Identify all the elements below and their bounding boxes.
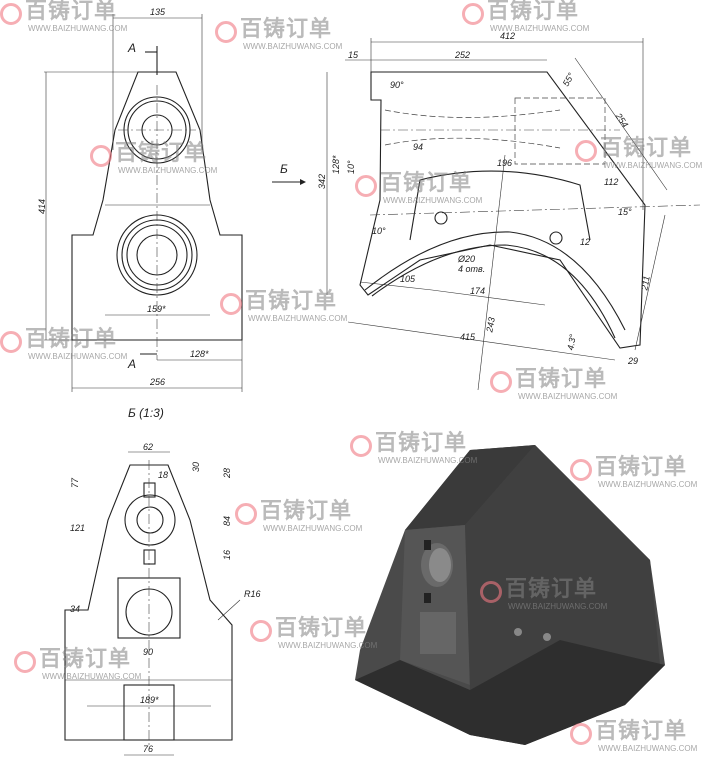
dim-174: 174 xyxy=(470,286,485,296)
dim-135: 135 xyxy=(150,7,166,17)
section-a-bottom: A xyxy=(127,357,136,371)
dim-90deg: 90° xyxy=(390,80,404,90)
dim-415: 415 xyxy=(460,332,476,342)
section-a-top: A xyxy=(127,41,136,55)
dim-4-3deg: 4.3° xyxy=(565,333,578,351)
dim-112: 112 xyxy=(604,177,618,187)
view-arrow-label: Б xyxy=(280,162,288,176)
dim-76: 76 xyxy=(143,744,153,754)
dim-hole-count: 4 отв. xyxy=(458,264,485,274)
dim-243: 243 xyxy=(484,316,497,334)
dim-105: 105 xyxy=(400,274,416,284)
dim-94: 94 xyxy=(413,142,423,152)
dim-77: 77 xyxy=(70,477,80,488)
3d-render xyxy=(355,445,665,745)
dim-55deg: 55° xyxy=(561,71,577,88)
dim-29: 29 xyxy=(627,356,638,366)
view-label-b: Б (1:3) xyxy=(128,406,164,420)
dim-252: 252 xyxy=(454,50,470,60)
dim-30: 30 xyxy=(191,462,201,472)
dim-414: 414 xyxy=(37,199,47,214)
dim-10deg-b: 10° xyxy=(372,226,386,236)
dim-121: 121 xyxy=(70,523,85,533)
dim-256: 256 xyxy=(149,377,165,387)
view-b: 62 18 77 30 28 121 84 16 34 R16 90 189* … xyxy=(64,442,261,756)
dim-128: 128* xyxy=(190,349,209,359)
front-view: 135 A 414 159* 128* A 256 Б (1:3) xyxy=(37,7,243,420)
dim-159: 159* xyxy=(147,304,166,314)
dim-196: 196 xyxy=(497,158,512,168)
dim-12: 12 xyxy=(580,237,590,247)
dim-254: 254 xyxy=(613,110,630,129)
dim-90: 90 xyxy=(143,647,153,657)
dim-189: 189* xyxy=(140,695,159,705)
dim-342: 342 xyxy=(317,174,327,189)
dim-10deg-a: 10° xyxy=(346,160,356,174)
dim-62: 62 xyxy=(143,442,153,452)
dim-16: 16 xyxy=(222,550,232,560)
dim-28: 28 xyxy=(222,468,232,479)
dim-128: 128* xyxy=(331,155,341,174)
dim-15: 15 xyxy=(348,50,359,60)
side-view: Б 412 15 252 342 128* 10° 90° 55° 254 94… xyxy=(272,31,701,391)
dim-34: 34 xyxy=(70,604,80,614)
dim-211: 211 xyxy=(639,275,652,292)
dim-84: 84 xyxy=(222,516,232,526)
dim-15deg: 15° xyxy=(618,207,632,217)
dim-18: 18 xyxy=(158,470,168,480)
dim-r16: R16 xyxy=(244,589,261,599)
dim-hole-diameter: Ø20 xyxy=(457,254,475,264)
dim-412: 412 xyxy=(500,31,515,41)
